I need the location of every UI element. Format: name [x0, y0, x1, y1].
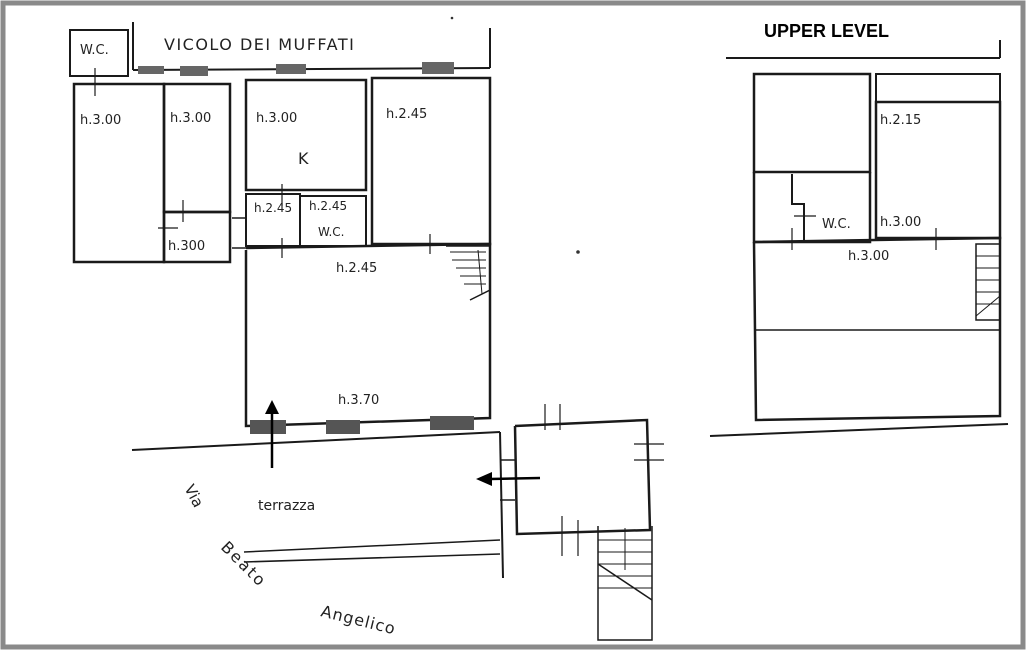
room-1	[72, 82, 166, 264]
stair-ground	[446, 245, 491, 301]
upper-bottom-line	[709, 423, 1009, 437]
height-upper-2: h.3.00	[880, 215, 921, 230]
upper-hall	[752, 236, 1002, 422]
windows-top	[138, 62, 454, 76]
upper-room-1	[752, 72, 872, 174]
wc-label-top-left: W.C.	[80, 43, 109, 58]
windows-bottom	[250, 416, 474, 434]
side-building	[513, 418, 652, 536]
upper-level-title: UPPER LEVEL	[764, 21, 889, 41]
upper-room-strip	[875, 73, 1001, 103]
wc-label-ground: W.C.	[318, 225, 345, 239]
height-living: h.3.70	[338, 393, 379, 408]
height-room-1: h.3.00	[80, 113, 121, 128]
ground-level-plan	[69, 16, 664, 641]
room-4	[370, 76, 492, 246]
street-label-beato: Beato	[217, 537, 271, 591]
upper-wc-partition	[791, 174, 805, 242]
stair-upper	[975, 243, 1001, 321]
height-room-5: h.300	[168, 239, 205, 254]
terrace-rail-2	[243, 553, 501, 563]
height-room-7: h.2.45	[309, 199, 347, 213]
wc-label-upper: W.C.	[822, 217, 851, 232]
height-room-3: h.3.00	[256, 111, 297, 126]
room-2	[162, 82, 232, 214]
stair-external	[597, 526, 653, 641]
terrace-rail-1	[243, 539, 501, 553]
height-upper-1: h.2.15	[880, 113, 921, 128]
kitchen-label: K	[298, 149, 309, 168]
height-room-2: h.3.00	[170, 111, 211, 126]
upper-room-wc	[752, 172, 872, 244]
height-room-6: h.2.45	[254, 201, 292, 215]
room-5	[162, 210, 232, 264]
terrace-right-edge	[499, 431, 504, 579]
street-label-top: VICOLO DEI MUFFATI	[164, 35, 355, 54]
street-label-angelico: Angelico	[319, 601, 398, 638]
wc-box-top-left	[69, 29, 129, 77]
room-3-kitchen	[244, 78, 368, 192]
entry-arrow-up	[265, 400, 279, 468]
street-label-via: Via	[180, 481, 207, 510]
terrace-edge	[131, 431, 501, 451]
entry-arrow-left	[476, 472, 541, 486]
upper-level-plan	[709, 40, 1009, 437]
height-room-4: h.2.45	[386, 107, 427, 122]
terrace-label: terrazza	[258, 498, 315, 514]
height-hall: h.2.45	[336, 261, 377, 276]
living-room	[244, 242, 492, 428]
height-upper-3: h.3.00	[848, 249, 889, 264]
